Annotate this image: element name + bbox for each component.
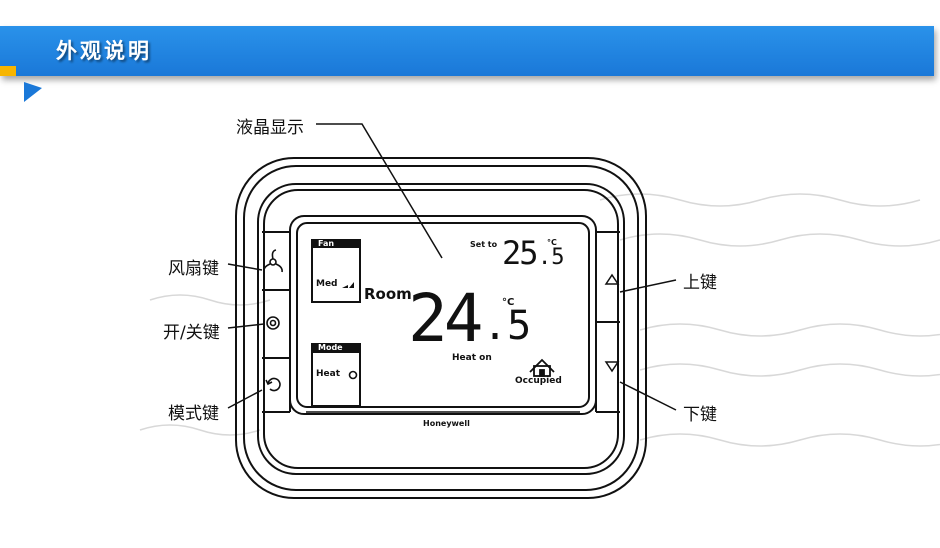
set-temp-unit: °C [547,238,557,247]
house-icon [529,358,555,377]
down-key-label: 下键 [683,405,717,425]
mode-key-label: 模式键 [168,404,219,424]
thermostat-housing [235,157,647,499]
mode-box-title: Mode [318,343,343,352]
up-key-label: 上键 [683,273,717,293]
brand-logo: Honeywell [423,419,470,428]
mode-icon [265,377,281,392]
connector-lines [227,123,677,411]
fan-box [311,239,361,303]
up-arrow-icon [604,273,620,285]
mode-value: Heat [316,369,341,379]
page-title: 外观说明 [56,39,152,63]
room-temperature-int: 24 [408,280,484,357]
accent-tab [0,66,16,76]
power-icon [266,316,280,330]
room-temperature-dec: .5 [483,303,532,349]
right-keys [595,231,620,413]
room-label: Room [364,285,412,303]
fan-key-label: 风扇键 [168,259,219,279]
fan-speed: Med [316,279,338,289]
decorative-waves [139,193,940,447]
heat-status: Heat on [452,353,492,363]
lcd-screen [289,215,597,415]
header-banner: 外观说明 [0,26,934,76]
heat-icon [348,370,358,380]
fan-speed-bars-icon [342,282,354,288]
mode-box [311,343,361,407]
set-temperature-dec: .5 [538,245,565,270]
fan-box-title: Fan [318,239,335,248]
power-key-label: 开/关键 [163,323,220,343]
occupancy-status: Occupied [515,376,562,386]
corner-arrow-icon [24,82,42,102]
room-temp-unit: °C [502,297,515,308]
fan-icon [263,249,283,273]
set-temperature-int: 25 [502,234,539,272]
lcd-label: 液晶显示 [236,118,304,138]
set-to-label: Set to [470,240,498,249]
down-arrow-icon [604,361,620,373]
